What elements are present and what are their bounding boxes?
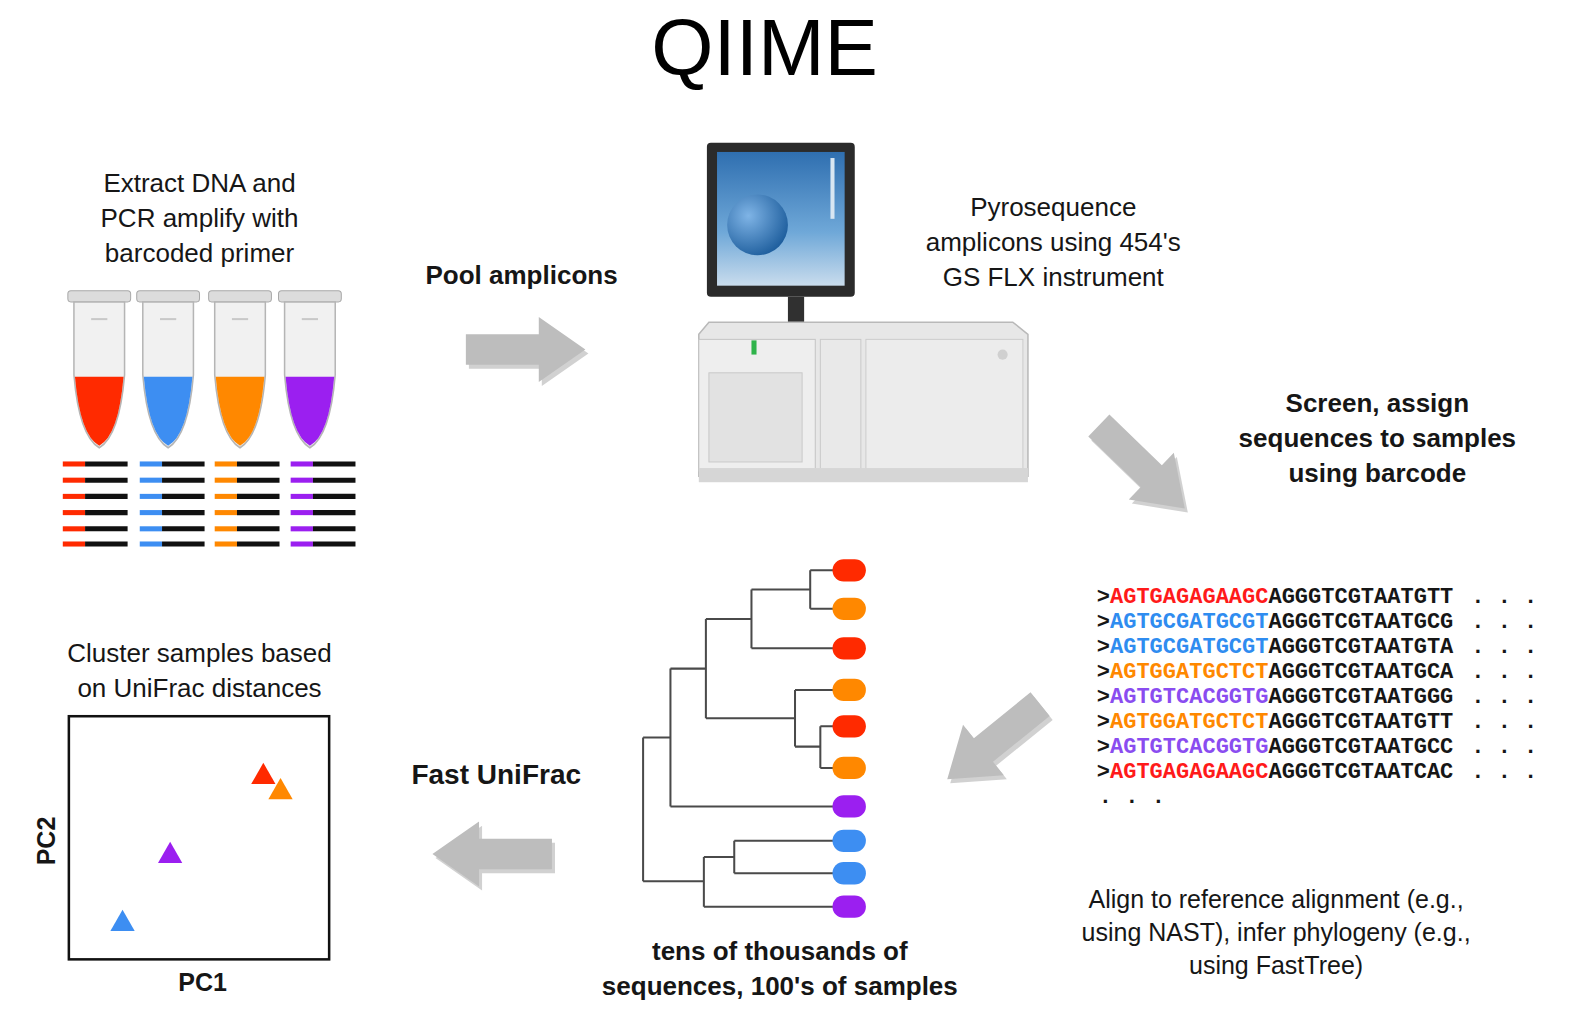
fasta-marker: >: [1097, 685, 1110, 710]
ellipsis: . . .: [1471, 585, 1537, 610]
sequence-row: >AGTGAGAGAAGCAGGGTCGTAATCAC . . .: [1097, 761, 1538, 785]
fasta-marker: >: [1097, 585, 1110, 610]
ellipsis: . . .: [1099, 786, 1165, 810]
barcoded-reads: [63, 464, 356, 544]
sequence-row: >AGTGCGATGCGTAGGGTCGTAATGCG . . .: [1097, 611, 1538, 635]
ellipsis: . . .: [1471, 635, 1537, 660]
sequence-row: >AGTGAGAGAAGCAGGGTCGTAATGTT . . .: [1097, 586, 1538, 610]
step-label: Pool amplicons: [392, 258, 652, 293]
fasta-marker: >: [1097, 660, 1110, 685]
flow-arrows: [432, 317, 1210, 890]
sequence-row: >AGTGGATGCTCTAGGGTCGTAATGTT . . .: [1097, 711, 1538, 735]
sequence: AGGGTCGTAATGCA: [1268, 660, 1453, 685]
sequence-row: >AGTGTCACGGTGAGGGTCGTAATGCC . . .: [1097, 736, 1538, 760]
step-label: Pyrosequence amplicons using 454's GS FL…: [911, 190, 1196, 295]
sequence: AGGGTCGTAATGTT: [1268, 710, 1453, 735]
axis-label: PC1: [158, 966, 248, 999]
step-label: Screen, assign sequences to samples usin…: [1218, 386, 1536, 491]
sequence-row: >AGTGTCACGGTGAGGGTCGTAATGGG . . .: [1097, 686, 1538, 710]
pcoa-plot: [69, 716, 329, 959]
fasta-marker: >: [1097, 760, 1110, 785]
ellipsis: . . .: [1471, 660, 1537, 685]
barcode: AGTGCGATGCGT: [1110, 635, 1268, 660]
barcode: AGTGTCACGGTG: [1110, 735, 1268, 760]
sequence: AGGGTCGTAATGGG: [1268, 685, 1453, 710]
fasta-marker: >: [1097, 735, 1110, 760]
barcode: AGTGAGAGAAGC: [1110, 585, 1268, 610]
fasta-marker: >: [1097, 635, 1110, 660]
sequence: AGGGTCGTAATGCG: [1268, 610, 1453, 635]
phylogeny-tree: [643, 570, 840, 906]
title: QIIME: [465, 2, 1065, 94]
barcode: AGTGGATGCTCT: [1110, 660, 1268, 685]
ellipsis: . . .: [1471, 735, 1537, 760]
ellipsis: . . .: [1471, 760, 1537, 785]
sequence: AGGGTCGTAATGCC: [1268, 735, 1453, 760]
barcode: AGTGTCACGGTG: [1110, 685, 1268, 710]
sequence-row: >AGTGCGATGCGTAGGGTCGTAATGTA . . .: [1097, 636, 1538, 660]
step-label: Align to reference alignment (e.g., usin…: [1067, 883, 1485, 982]
ellipsis: . . .: [1471, 710, 1537, 735]
step-label: Cluster samples based on UniFrac distanc…: [50, 636, 350, 706]
step-label: Fast UniFrac: [381, 756, 611, 793]
sequence: AGGGTCGTAATCAC: [1268, 760, 1453, 785]
ellipsis: . . .: [1471, 685, 1537, 710]
sequence: AGGGTCGTAATGTA: [1268, 635, 1453, 660]
fasta-marker: >: [1097, 710, 1110, 735]
tubes: [68, 291, 341, 448]
barcode: AGTGCGATGCGT: [1110, 610, 1268, 635]
axis-label: PC2: [31, 816, 60, 865]
fasta-marker: >: [1097, 610, 1110, 635]
sequence-row: >AGTGGATGCTCTAGGGTCGTAATGCA . . .: [1097, 661, 1538, 685]
ellipsis: . . .: [1471, 610, 1537, 635]
step-label: tens of thousands of sequences, 100's of…: [584, 934, 976, 1004]
barcode: AGTGAGAGAAGC: [1110, 760, 1268, 785]
step-label: Extract DNA and PCR amplify with barcode…: [80, 166, 320, 271]
barcode: AGTGGATGCTCT: [1110, 710, 1268, 735]
tree-leaves: [832, 559, 865, 918]
sequence: AGGGTCGTAATGTT: [1268, 585, 1453, 610]
